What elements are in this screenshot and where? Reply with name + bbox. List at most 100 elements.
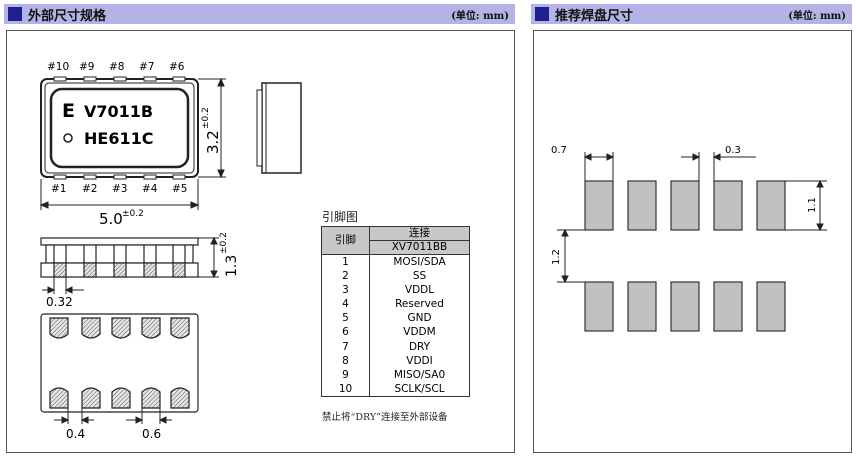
dim-pad-height [785, 179, 827, 232]
pin-no: 10 [321, 382, 370, 398]
pads-top-row [584, 180, 786, 231]
pin-no: 7 [321, 340, 370, 355]
land-pad [756, 281, 786, 332]
front-view [40, 237, 199, 278]
pin-fn: SS [369, 269, 470, 284]
dim-width [39, 179, 200, 210]
land-pad [584, 180, 614, 231]
land-pad [756, 180, 786, 231]
outline-dimensions-panel: 外部尺寸规格 (单位: mm) [4, 4, 515, 453]
table-header-model: XV7011BB [369, 240, 470, 256]
dim-pad-pitch [54, 408, 172, 424]
pads-bottom-row [584, 281, 786, 332]
pin-label: #9 [79, 61, 94, 73]
dim-row-gap-value: 1.2 [551, 249, 562, 265]
pin1-mark-icon [63, 133, 73, 143]
pin-fn: VDDL [369, 283, 470, 298]
bottom-view [40, 313, 199, 413]
title-bar: 外部尺寸规格 (单位: mm) [4, 4, 515, 24]
land-pad [713, 281, 743, 332]
dim-pad-width-value: 0.32 [46, 295, 73, 309]
pin-fn: MOSI/SDA [369, 254, 470, 270]
marking-line1: V7011B [84, 102, 153, 121]
dim-thickness-value: 1.3 [224, 255, 240, 277]
land-pad [670, 180, 700, 231]
pin-label: #3 [112, 183, 127, 195]
pin-label: #5 [172, 183, 187, 195]
table-caption: 引脚图 [322, 210, 359, 224]
land-pattern-panel: 推荐焊盘尺寸 (单位: mm) 0.7 [531, 4, 852, 453]
pin-no: 4 [321, 297, 370, 312]
dim-height-tol: ±0.2 [201, 107, 211, 129]
pin-no: 9 [321, 368, 370, 383]
pin-fn: VDDI [369, 354, 470, 369]
top-view: E V7011B HE611C [40, 76, 199, 180]
dim-width-tol: ±0.2 [122, 209, 144, 219]
top-pin-labels: #10 #9 #8 #7 #6 [47, 61, 185, 73]
title-marker-icon [8, 7, 22, 21]
pin-no: 1 [321, 254, 370, 270]
pin-no: 5 [321, 311, 370, 326]
pin-fn: GND [369, 311, 470, 326]
dim-pad-gap-value: 0.3 [725, 145, 741, 156]
dim-pad-width [42, 277, 84, 294]
panel-title: 推荐焊盘尺寸 [555, 8, 634, 24]
pin-no: 2 [321, 269, 370, 284]
table-header-pin: 引脚 [321, 225, 370, 256]
pin-label: #10 [47, 61, 69, 73]
drawing-frame [533, 30, 852, 453]
bottom-pin-labels: #1 #2 #3 #4 #5 [51, 183, 187, 195]
dim-height [198, 77, 226, 179]
marking-logo: E [62, 100, 75, 122]
dim-width-value: 5.0 [99, 210, 123, 228]
pin-label: #7 [139, 61, 154, 73]
dim-pad-pitch-a-value: 0.4 [66, 427, 85, 441]
dim-thickness-tol: ±0.2 [219, 232, 229, 254]
dim-pad-pitch-b-value: 0.6 [142, 427, 161, 441]
pin-fn: MISO/SA0 [369, 368, 470, 383]
dim-height-value: 3.2 [204, 130, 222, 154]
unit-label: (单位: mm) [788, 11, 846, 22]
table-header-conn: 连接 [369, 225, 470, 242]
pin-fn: Reserved [369, 297, 470, 312]
land-pad [627, 281, 657, 332]
title-bar: 推荐焊盘尺寸 (单位: mm) [531, 4, 852, 24]
table-note: 禁止将“DRY”连接至外部设备 [322, 412, 448, 423]
pin-fn: SCLK/SCL [369, 382, 470, 398]
pin-fn: DRY [369, 340, 470, 355]
land-pad [670, 281, 700, 332]
pin-label: #1 [51, 183, 66, 195]
pin-label: #4 [142, 183, 158, 195]
pin-label: #2 [82, 183, 97, 195]
side-view [256, 82, 302, 174]
dim-pad-height-value: 1.1 [807, 197, 818, 213]
marking-line2: HE611C [84, 129, 153, 148]
pin-fn: VDDM [369, 325, 470, 340]
top-pin-notches [53, 76, 186, 180]
dim-thickness [198, 236, 219, 279]
land-pad [713, 180, 743, 231]
pin-no: 6 [321, 325, 370, 340]
dim-pad-width [583, 152, 615, 181]
package-drawing: E V7011B HE611C #10 #9 #8 #7 #6 #1 #2 #3… [39, 61, 302, 441]
title-marker-icon [535, 7, 549, 21]
dim-row-gap [557, 228, 585, 284]
pin-label: #8 [109, 61, 124, 73]
dim-pad-gap [681, 152, 756, 181]
land-pad [627, 180, 657, 231]
land-pad [584, 281, 614, 332]
pin-no: 8 [321, 354, 370, 369]
unit-label: (单位: mm) [451, 11, 509, 22]
pin-label: #6 [169, 61, 185, 73]
